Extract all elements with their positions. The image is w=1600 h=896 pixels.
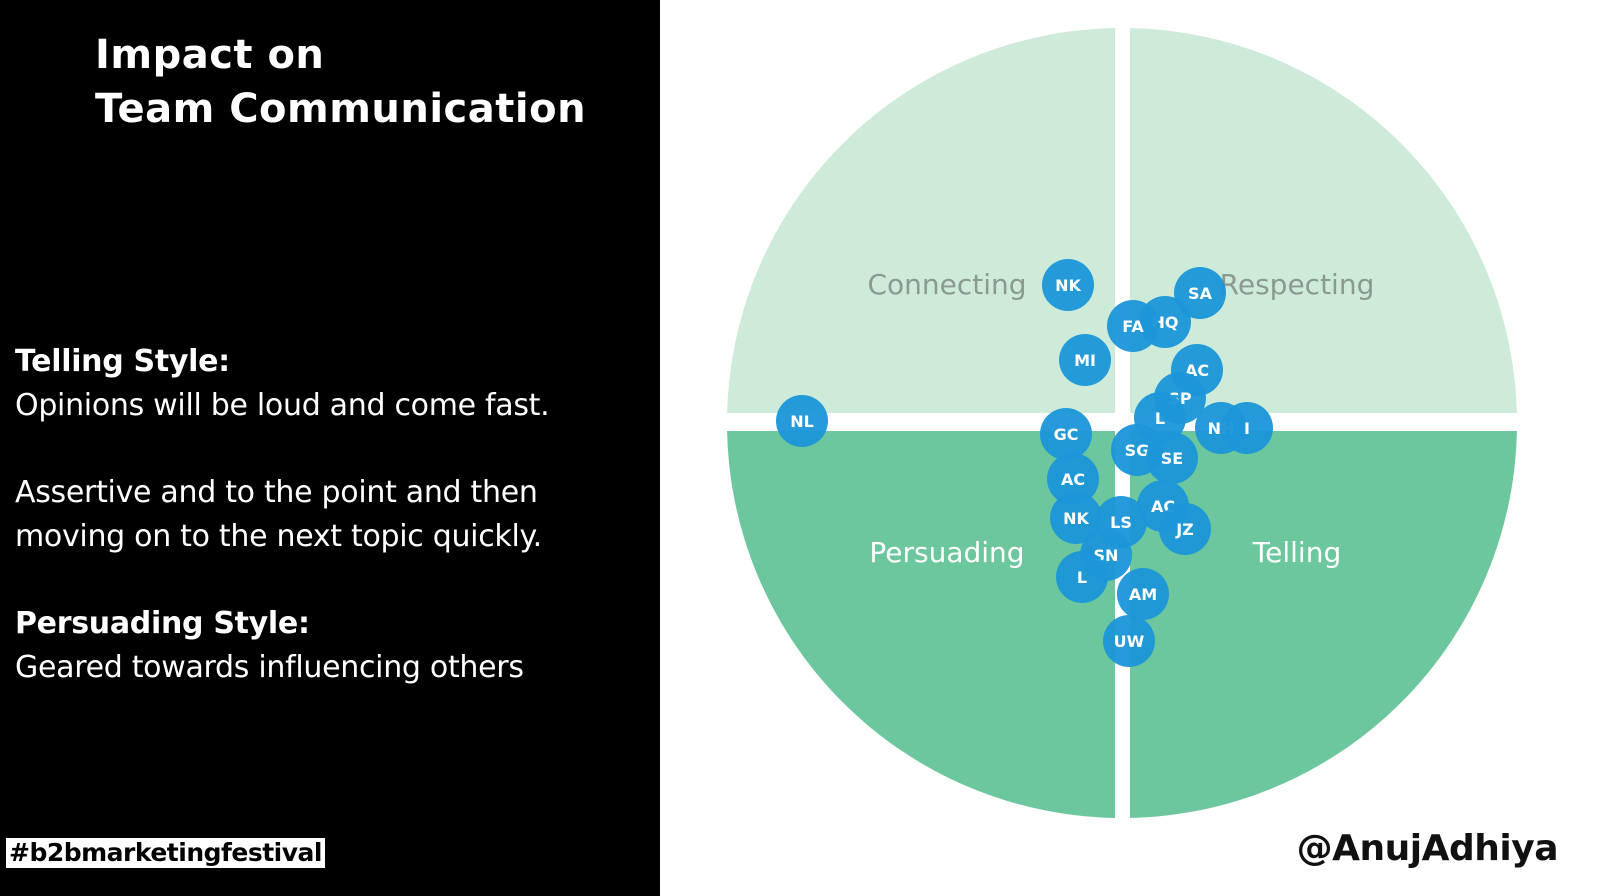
left-panel: Impact on Team Communication Telling Sty… — [0, 0, 660, 896]
marker-circle — [1103, 615, 1155, 667]
marker-circle — [1042, 259, 1094, 311]
participant-marker: NL — [776, 395, 828, 447]
marker-label: MI — [1074, 351, 1096, 370]
participant-marker: SA — [1174, 267, 1226, 319]
marker-label: I — [1244, 419, 1250, 438]
marker-label: L — [1077, 568, 1087, 587]
marker-label: SG — [1125, 441, 1150, 460]
participant-marker: MI — [1059, 334, 1111, 386]
participant-marker: SE — [1146, 432, 1198, 484]
marker-label: GC — [1054, 425, 1079, 444]
marker-label: NK — [1063, 509, 1089, 528]
marker-circle — [1040, 408, 1092, 460]
hashtag: #b2bmarketingfestival — [6, 838, 325, 868]
author-handle: @AnujAdhiya — [1296, 828, 1559, 869]
telling-style-text: Opinions will be loud and come fast. — [15, 388, 550, 423]
marker-circle — [1107, 300, 1159, 352]
marker-circle — [1056, 551, 1108, 603]
marker-label: NL — [790, 412, 814, 431]
title-line-2: Team Communication — [95, 86, 587, 132]
persuading-style-heading: Persuading Style: — [15, 606, 310, 641]
marker-label: L — [1155, 409, 1165, 428]
title-line-1: Impact on — [95, 32, 325, 78]
marker-label: FA — [1122, 317, 1144, 336]
marker-circle — [1159, 503, 1211, 555]
marker-circle — [1146, 432, 1198, 484]
telling-style-heading: Telling Style: — [15, 344, 230, 379]
marker-circle — [1221, 402, 1273, 454]
marker-label: NK — [1055, 276, 1081, 295]
quadrant-respecting — [1130, 28, 1517, 413]
slide-title: Impact on Team Communication — [95, 28, 586, 136]
quadrant-label-persuading: Persuading — [869, 536, 1024, 569]
marker-label: LS — [1110, 513, 1132, 532]
marker-label: AC — [1061, 470, 1085, 489]
assertive-line-2: moving on to the next topic quickly. — [15, 519, 542, 554]
participant-marker: NK — [1042, 259, 1094, 311]
participant-marker: JZ — [1159, 503, 1211, 555]
quadrant-telling — [1130, 431, 1517, 818]
participant-marker: AC — [1047, 453, 1099, 505]
marker-label: UW — [1114, 632, 1145, 651]
participant-marker: UW — [1103, 615, 1155, 667]
marker-circle — [1050, 492, 1102, 544]
quadrant-connecting — [727, 28, 1115, 413]
quadrant-label-connecting: Connecting — [867, 268, 1026, 301]
marker-circle — [776, 395, 828, 447]
quadrant-persuading — [727, 431, 1115, 818]
marker-circle — [1047, 453, 1099, 505]
participant-marker: FA — [1107, 300, 1159, 352]
participant-marker: I — [1221, 402, 1273, 454]
quadrant-diagram: Connecting Respecting Persuading Telling… — [727, 28, 1517, 818]
participant-marker: NK — [1050, 492, 1102, 544]
body-text: Telling Style: Opinions will be loud and… — [15, 340, 645, 690]
marker-label: AM — [1129, 585, 1157, 604]
participant-marker: AM — [1117, 568, 1169, 620]
participant-marker: L — [1056, 551, 1108, 603]
participant-marker: GC — [1040, 408, 1092, 460]
quadrant-label-respecting: Respecting — [1220, 268, 1375, 301]
participant-marker: SG — [1111, 424, 1163, 476]
marker-circle — [1117, 568, 1169, 620]
marker-label: SA — [1188, 284, 1213, 303]
quadrant-label-telling: Telling — [1252, 536, 1341, 569]
marker-label: JZ — [1175, 520, 1194, 539]
persuading-style-text: Geared towards influencing others — [15, 650, 524, 685]
marker-circle — [1174, 267, 1226, 319]
assertive-line-1: Assertive and to the point and then — [15, 475, 538, 510]
marker-circle — [1059, 334, 1111, 386]
marker-label: SE — [1161, 449, 1183, 468]
